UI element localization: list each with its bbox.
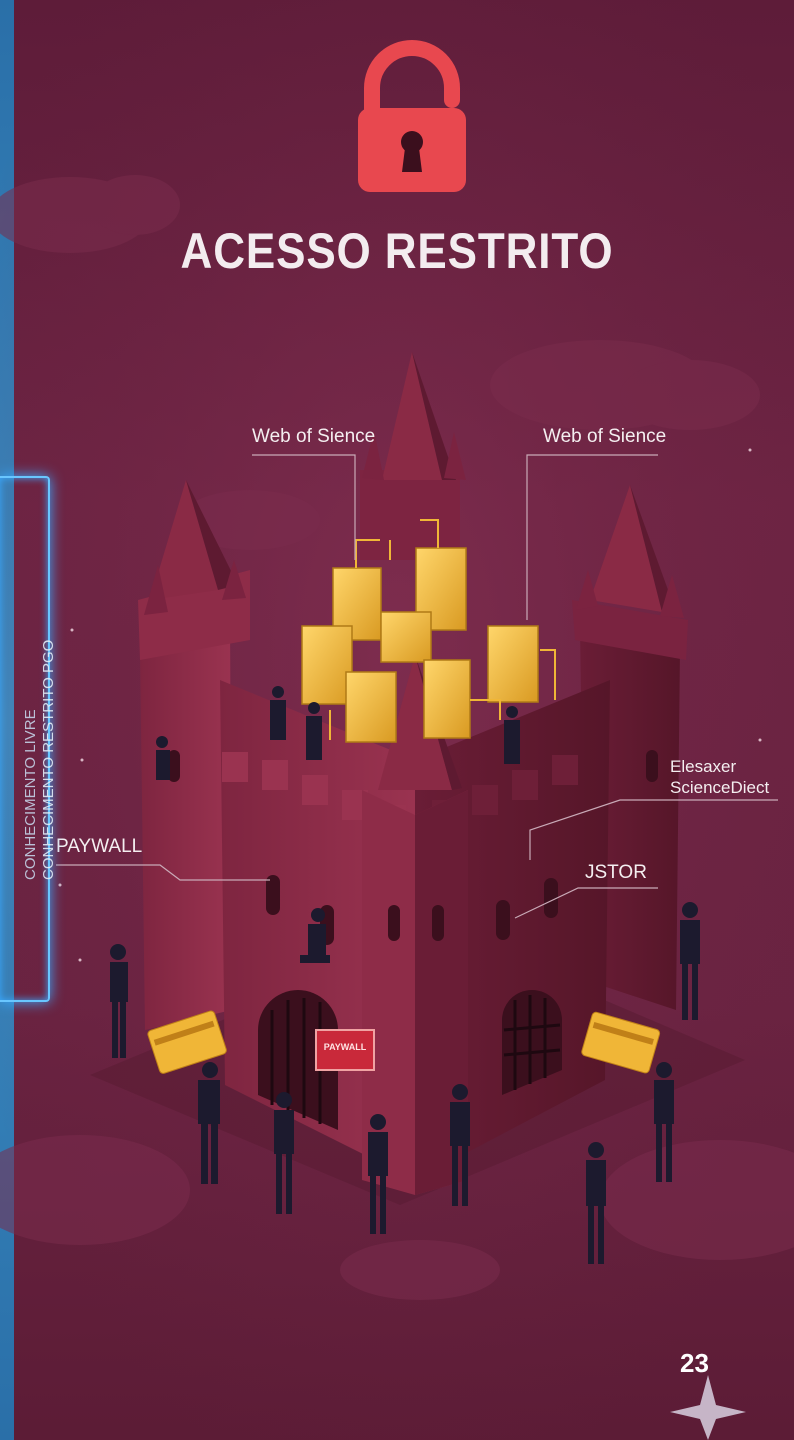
page-number: 23 [680, 1348, 709, 1378]
gate-sign-label: PAYWALL [323, 1042, 367, 1052]
clouds [0, 175, 794, 1300]
label-elsevier-line2: ScienceDiect [670, 778, 770, 797]
label-jstor: JSTOR [585, 862, 647, 883]
people [110, 686, 700, 1264]
label-web-of-science-left: Web of Sience [252, 426, 376, 447]
side-panel-text-2: CONHECIMENTO RESTRITO PGO [40, 639, 57, 880]
label-paywall: PAYWALL [56, 836, 143, 857]
neon-side-panel [0, 476, 50, 1002]
credit-card-icon [147, 1010, 661, 1074]
open-padlock-icon [358, 40, 466, 192]
label-web-of-science-right: Web of Sience [543, 426, 667, 447]
sparkle-icon [670, 1375, 746, 1440]
callout-lines [56, 454, 778, 919]
stars [58, 448, 762, 962]
page-title: ACESSO RESTRITO [180, 223, 614, 279]
side-panel-text-1: CONHECIMENTO LIVRE [22, 709, 39, 880]
label-elsevier-line1: Elesaxer [670, 757, 737, 776]
gold-servers [301, 547, 539, 743]
server-circuits [329, 519, 556, 740]
